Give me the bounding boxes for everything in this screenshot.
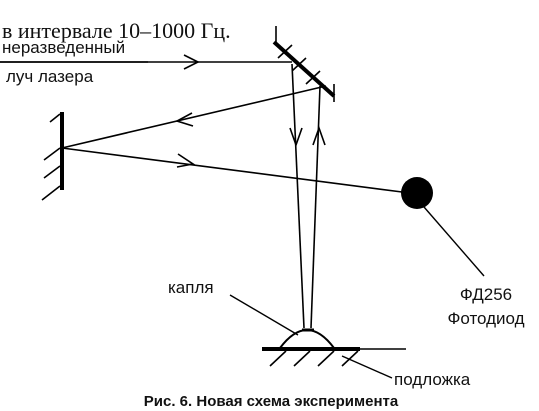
laser-beam-label-line1: неразведенный — [2, 38, 125, 57]
beam-to-photodiode — [61, 147, 403, 193]
beam-down-arrow — [289, 127, 303, 148]
beam-to-left-mirror-arrow — [174, 112, 194, 127]
substrate — [262, 347, 406, 367]
laser-beam-label-line2: луч лазера — [6, 67, 94, 86]
beam-up-arrow — [312, 125, 326, 146]
beam-to-left-mirror — [61, 85, 327, 149]
beam-down-to-drop — [291, 63, 305, 329]
substrate-leader-line — [341, 355, 393, 379]
photodiode-model-label: ФД256 — [460, 285, 512, 304]
drop-label: капля — [168, 278, 214, 297]
photodiode — [401, 177, 433, 209]
drop-leader-line — [229, 294, 299, 336]
photodiode-leader-line — [423, 206, 485, 277]
beam-up-from-drop — [310, 85, 321, 329]
beam-to-photodiode-arrow — [176, 153, 196, 168]
photodiode-name-label: Фотодиод — [447, 309, 524, 328]
header-text: в интервале 10–1000 Гц. — [2, 18, 231, 43]
incoming-beam-arrow — [183, 54, 200, 70]
substrate-label: подложка — [394, 370, 471, 389]
liquid-drop — [279, 329, 335, 349]
figure-caption: Рис. 6. Новая схема эксперимента — [144, 393, 399, 410]
left-mirror — [41, 112, 64, 201]
